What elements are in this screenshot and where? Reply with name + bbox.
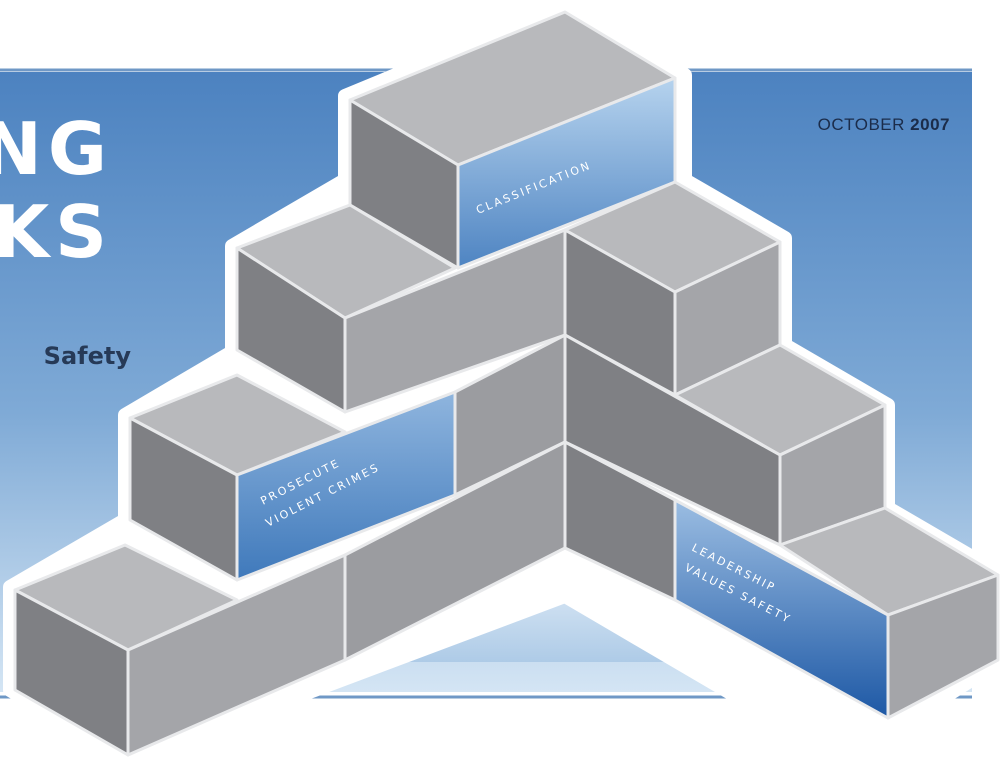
issue-year: 2007	[910, 115, 950, 134]
headline-line-2: KS	[0, 190, 113, 274]
left-lower-block-inner-face	[343, 440, 567, 662]
headline-line-1: NG	[0, 107, 113, 191]
headline-subtitle: Safety	[43, 342, 131, 370]
issue-month: OCTOBER	[817, 115, 905, 134]
issue-date: OCTOBER 2007	[818, 115, 950, 135]
